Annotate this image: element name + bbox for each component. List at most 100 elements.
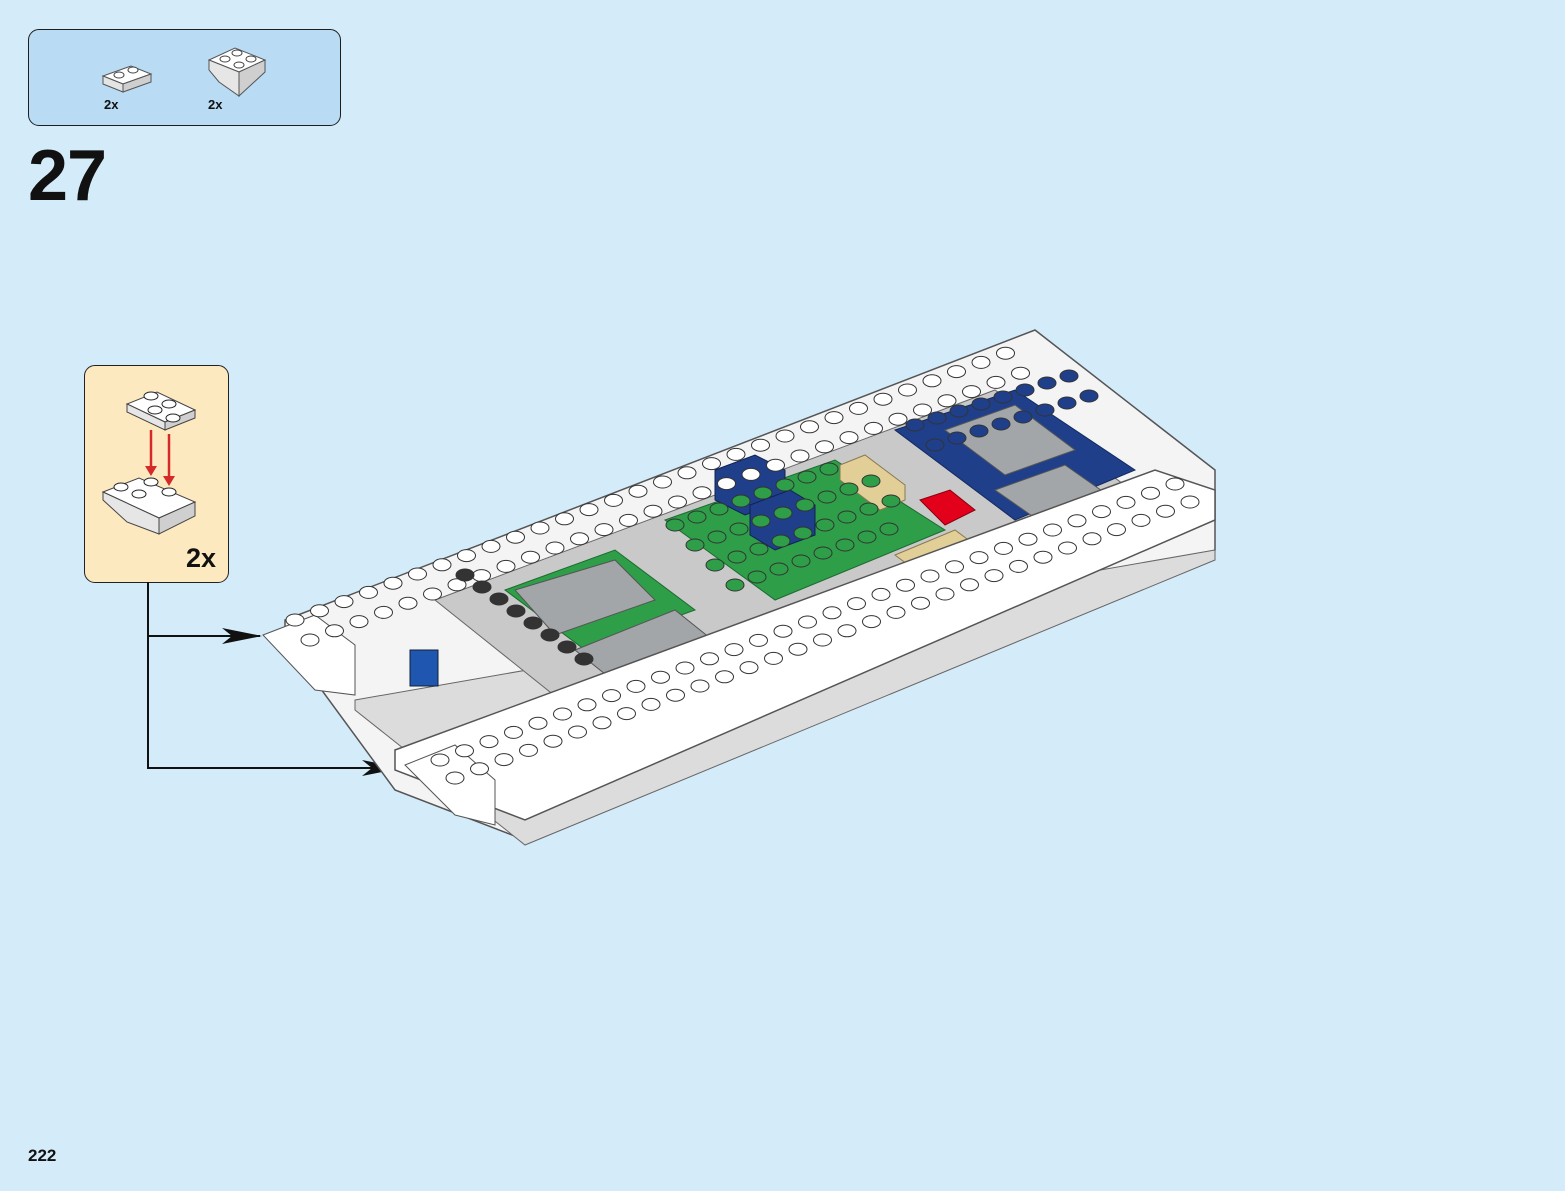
stud	[445, 771, 465, 785]
stud	[602, 689, 621, 703]
stud	[553, 707, 572, 721]
stud	[775, 429, 795, 443]
stud	[1033, 550, 1053, 564]
stud	[494, 753, 514, 767]
stud	[986, 375, 1006, 389]
stud	[423, 587, 442, 601]
stud	[971, 397, 991, 411]
stud	[1116, 495, 1136, 509]
stud	[1037, 376, 1057, 390]
stud	[310, 604, 329, 618]
stud	[788, 642, 808, 656]
stud	[1018, 532, 1038, 546]
stud	[472, 569, 491, 583]
stud	[530, 521, 550, 535]
stud	[455, 568, 475, 582]
stud	[555, 512, 574, 526]
stud	[705, 558, 725, 572]
stud	[1015, 383, 1035, 397]
stud	[687, 510, 707, 524]
step-number: 27	[28, 136, 107, 216]
stud	[700, 652, 719, 666]
stud	[481, 539, 501, 553]
stud	[651, 670, 670, 684]
stud	[692, 486, 712, 500]
stud	[991, 417, 1011, 431]
stud	[677, 466, 697, 480]
stud	[873, 392, 893, 406]
stud	[839, 431, 859, 445]
stud	[506, 604, 526, 618]
stud	[879, 522, 899, 536]
stud	[725, 578, 745, 592]
stud	[626, 679, 646, 693]
stud	[764, 651, 783, 665]
stud	[881, 494, 901, 508]
stud	[993, 390, 1013, 404]
stud	[791, 554, 811, 568]
stud	[815, 440, 834, 454]
stud	[702, 457, 721, 471]
stud	[724, 643, 744, 657]
stud	[815, 518, 835, 532]
stud	[568, 725, 587, 739]
stud	[383, 576, 403, 590]
stud	[937, 394, 957, 408]
stud	[795, 498, 815, 512]
stud	[935, 587, 955, 601]
stud	[824, 411, 844, 425]
stud	[675, 661, 695, 675]
stud	[457, 549, 476, 563]
stud	[864, 421, 883, 435]
stud	[1057, 396, 1077, 410]
stud	[749, 633, 768, 647]
stud	[773, 624, 793, 638]
stud	[925, 438, 945, 452]
stud	[969, 551, 989, 565]
stud	[741, 467, 761, 481]
parts-list-panel: 2x 2x	[28, 29, 341, 126]
stud	[862, 615, 881, 629]
stud	[604, 493, 623, 507]
stud	[717, 477, 736, 491]
stud	[727, 550, 747, 564]
stud	[690, 679, 710, 693]
stud	[479, 735, 499, 749]
stud	[793, 526, 813, 540]
stud	[726, 447, 746, 461]
stud	[1043, 523, 1062, 537]
stud	[1180, 495, 1200, 509]
stud	[447, 578, 467, 592]
stud	[300, 633, 320, 647]
stud	[617, 707, 636, 721]
stud	[455, 744, 474, 758]
stud	[927, 411, 947, 425]
stud	[325, 624, 344, 638]
stud	[813, 633, 832, 647]
stud	[1156, 504, 1175, 518]
stud	[960, 578, 979, 592]
stud	[753, 486, 773, 500]
stud	[709, 502, 729, 516]
part-quantity: 2x	[104, 97, 119, 112]
stud	[668, 495, 687, 509]
stud	[797, 470, 817, 484]
stud	[430, 753, 450, 767]
stud	[557, 640, 577, 654]
stud	[496, 559, 516, 573]
stud	[519, 743, 538, 757]
stud	[962, 385, 981, 399]
page-number: 222	[28, 1146, 57, 1165]
stud	[707, 530, 727, 544]
stud	[643, 504, 663, 518]
white-plate-1x2-icon	[101, 65, 153, 93]
stud	[771, 534, 791, 548]
stud	[729, 522, 749, 536]
stud	[685, 538, 705, 552]
stud	[1082, 532, 1102, 546]
stud	[1131, 513, 1151, 527]
stud	[472, 580, 492, 594]
stud	[1011, 366, 1030, 380]
stud	[570, 532, 589, 546]
stud	[641, 697, 661, 711]
